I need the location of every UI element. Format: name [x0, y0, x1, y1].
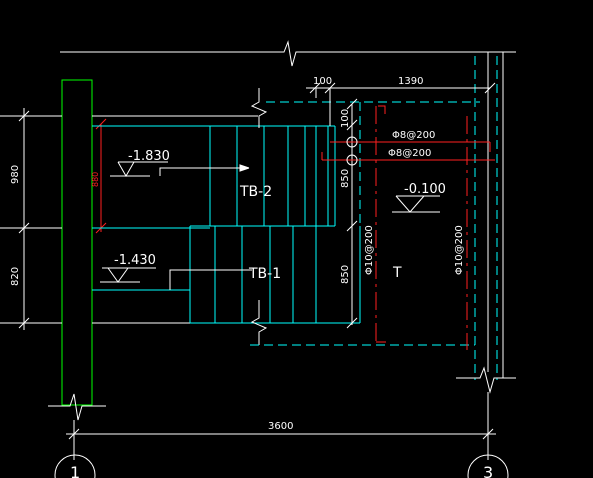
left-dimension [18, 108, 30, 330]
elev-lower-label: -1.430 [114, 253, 156, 268]
axis-label-1: 1 [70, 463, 80, 478]
dim-850-upper: 850 [340, 169, 351, 188]
rebar-v-left: Φ10@200 [364, 225, 375, 275]
axis-bubble-1 [54, 454, 96, 478]
right-wall [456, 52, 516, 460]
stair-break-line [250, 88, 268, 345]
elevation-lower [100, 267, 156, 283]
bottom-dimension [66, 428, 496, 440]
stair-tb2 [92, 125, 336, 229]
elevation-right [392, 195, 440, 213]
rebar-circles [346, 136, 358, 166]
dim-top-1390: 1390 [398, 76, 423, 87]
rebar-top-2: Φ8@200 [388, 148, 431, 159]
dim-top-100: 100 [313, 76, 332, 87]
right-vertical-dimension [346, 98, 358, 329]
axis-bubble-3 [467, 454, 509, 478]
top-break-line [60, 40, 516, 67]
dim-850-lower: 850 [340, 265, 351, 284]
dim-red-880: 880 [91, 172, 100, 187]
dim-bottom-3600: 3600 [268, 421, 293, 432]
rebar-v-right: Φ10@200 [454, 225, 465, 275]
left-wall [48, 79, 106, 460]
elevation-upper [110, 161, 168, 178]
top-dimension [306, 82, 496, 126]
stair-tb1 [92, 225, 361, 324]
elev-upper-label: -1.830 [128, 149, 170, 164]
mark-t: T [392, 265, 402, 281]
rebar-top-1: Φ8@200 [392, 130, 435, 141]
dim-side-100: 100 [340, 109, 351, 128]
axis-label-3: 3 [483, 463, 493, 478]
rebar-details [321, 105, 495, 350]
tb2-label: TB-2 [239, 184, 272, 200]
dashed-landing-outline [250, 56, 480, 380]
dim-left-820: 820 [10, 267, 21, 286]
floor-lines [0, 115, 258, 324]
elev-right-label: -0.100 [404, 182, 446, 197]
tb1-label: TB-1 [248, 266, 281, 282]
dim-left-980: 980 [10, 165, 21, 184]
label-leaders [159, 164, 252, 290]
